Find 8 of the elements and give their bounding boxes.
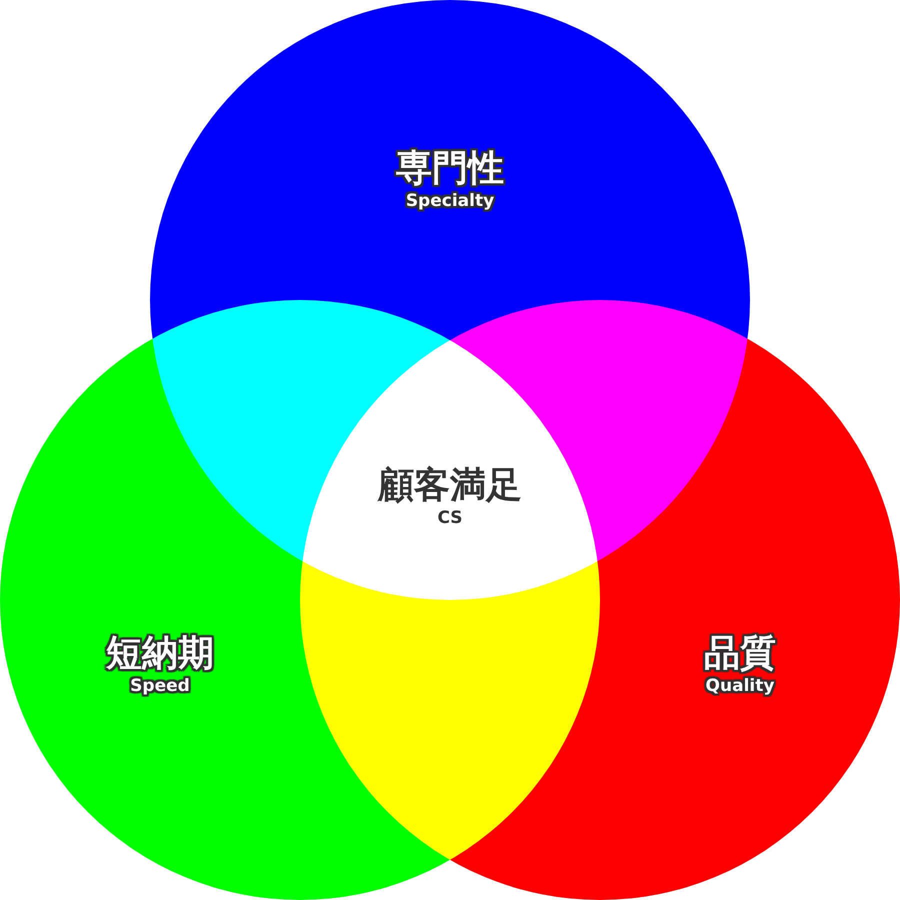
- circle-title: 専門性: [396, 148, 504, 190]
- circle-subtitle: Speed: [130, 675, 190, 697]
- circle-subtitle: Specialty: [406, 190, 494, 212]
- circle-title: 短納期: [106, 633, 214, 675]
- circle-subtitle: Quality: [706, 675, 774, 697]
- circle-title: 品質: [704, 633, 776, 675]
- center-title: 顧客満足: [378, 465, 522, 507]
- center-subtitle: CS: [437, 507, 463, 529]
